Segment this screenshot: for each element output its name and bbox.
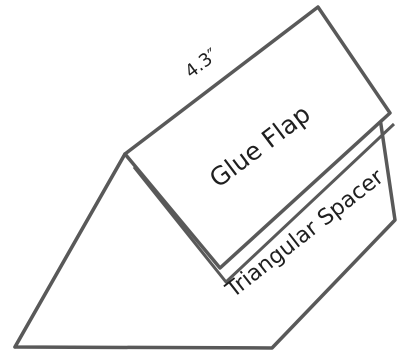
dimension-label: 4.3″ <box>181 44 222 82</box>
flap-fold-edge <box>132 122 396 284</box>
glue-flap-panel <box>123 5 392 270</box>
